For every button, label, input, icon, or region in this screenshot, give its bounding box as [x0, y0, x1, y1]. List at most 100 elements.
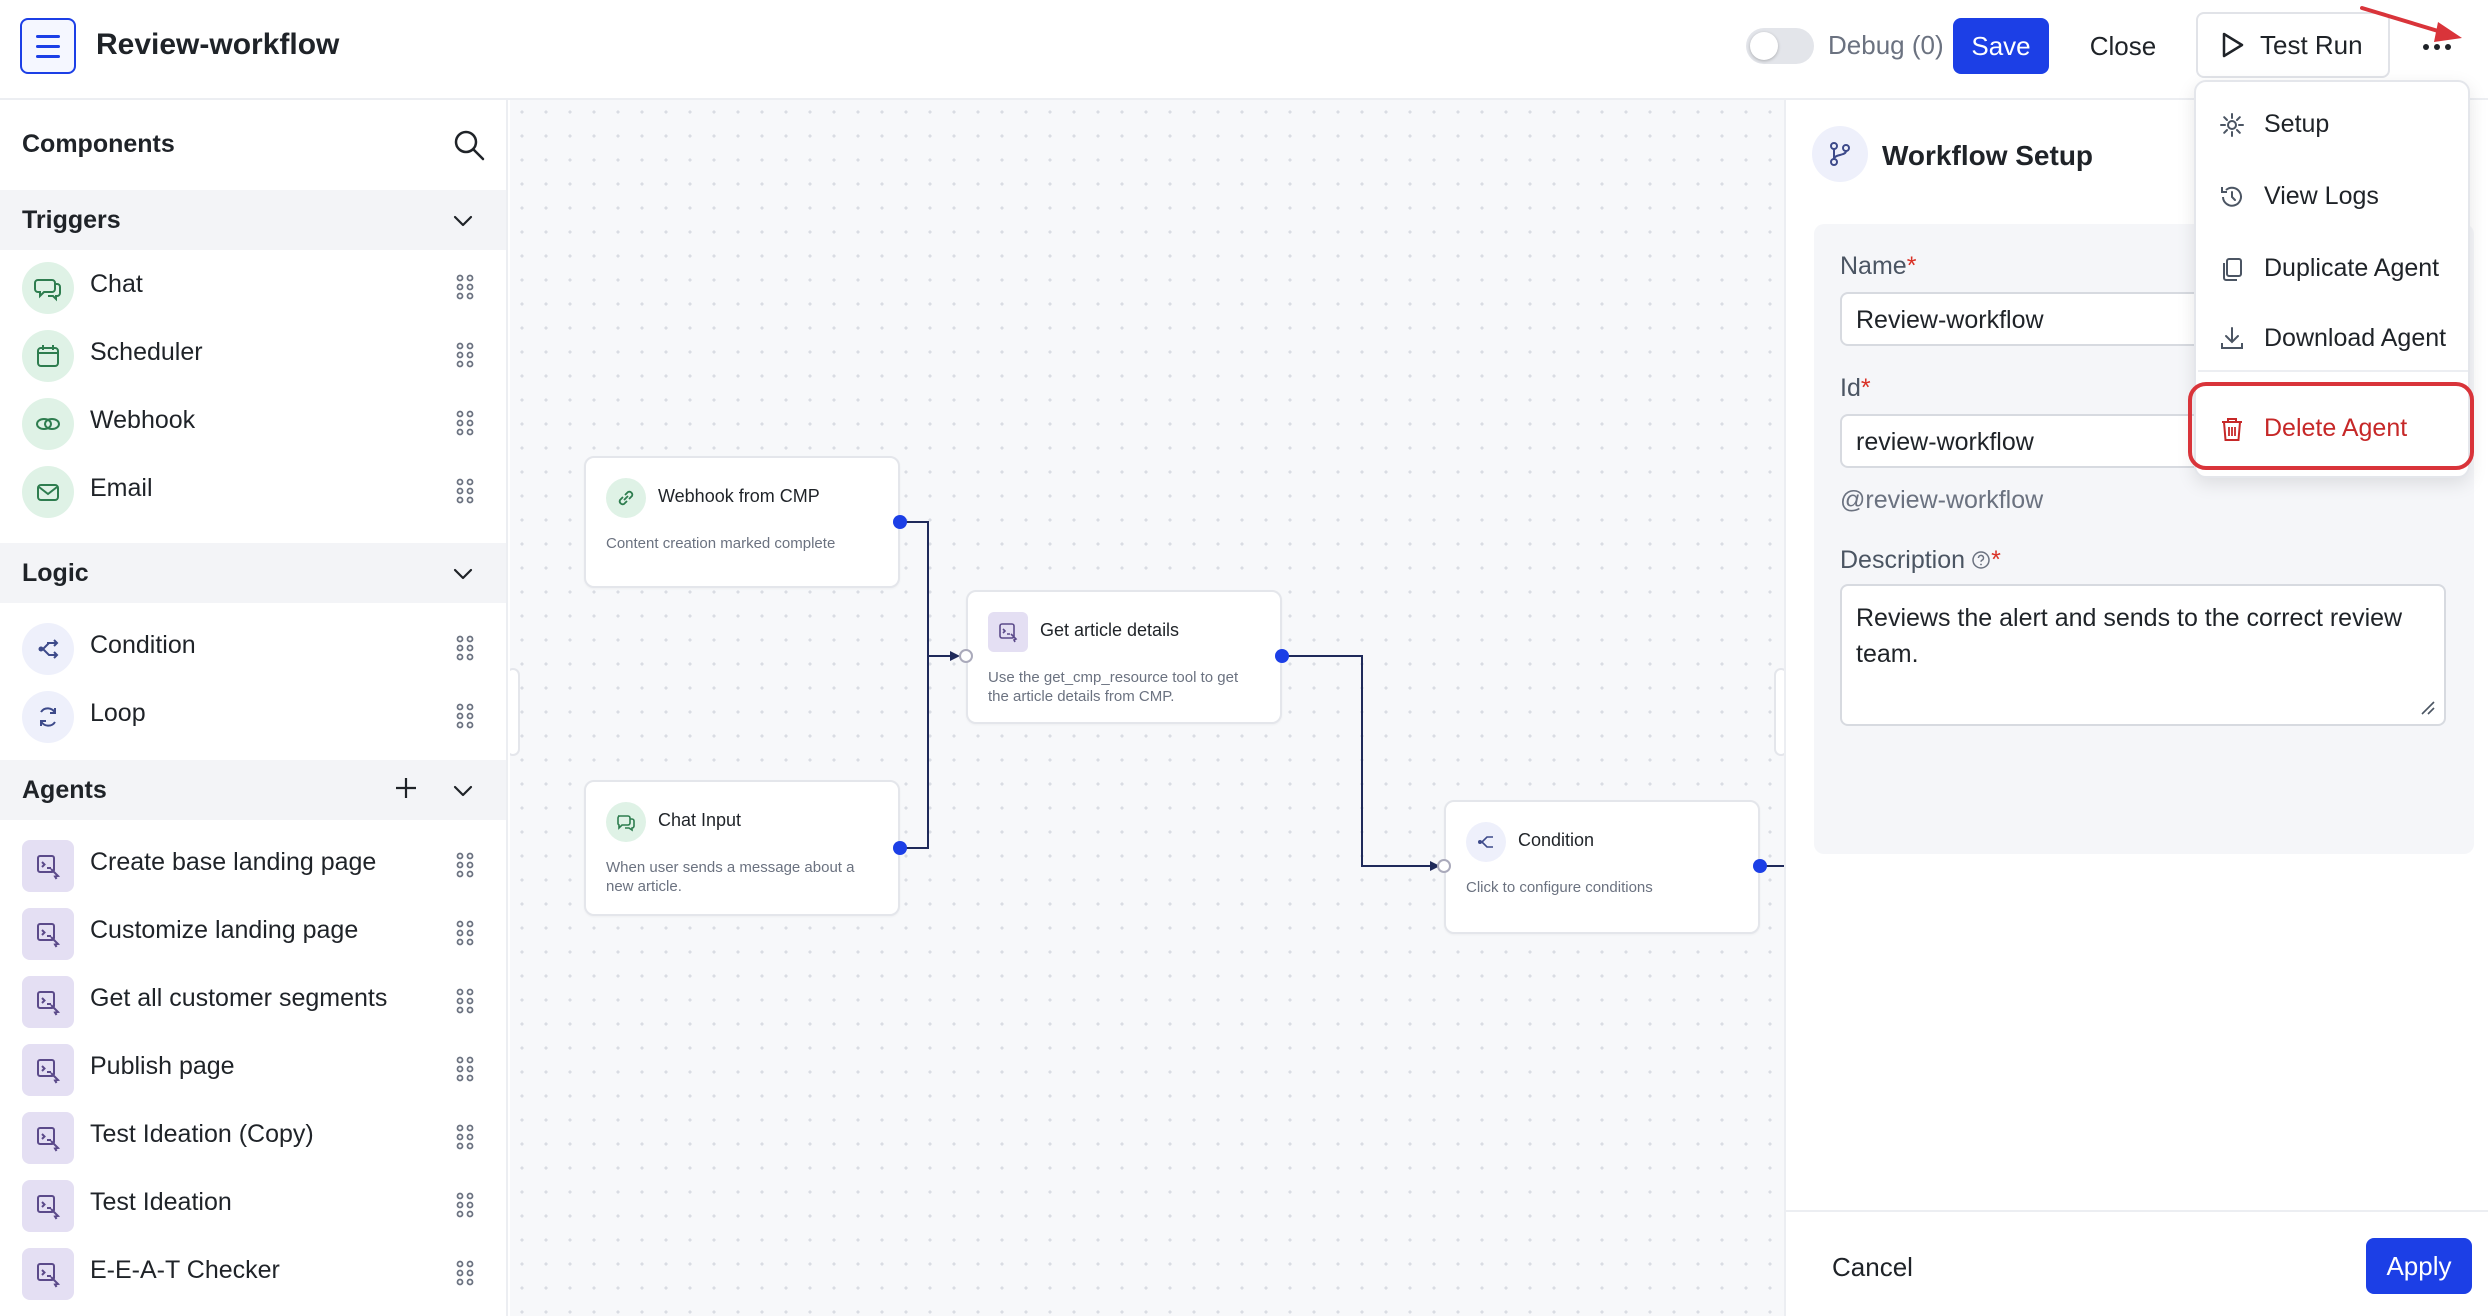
sidebar-item-agent[interactable]: Get all customer segments [0, 964, 506, 1032]
node-webhook[interactable]: Webhook from CMP Content creation marked… [584, 456, 900, 588]
required-mark: * [1860, 374, 1871, 402]
plus-icon[interactable] [392, 774, 420, 802]
cancel-button[interactable]: Cancel [1832, 1252, 1913, 1282]
copy-icon [2223, 258, 2242, 281]
node-description: When user sends a message about a new ar… [606, 859, 855, 895]
drag-handle-icon[interactable] [455, 1260, 475, 1286]
node-input-handle[interactable] [959, 649, 973, 663]
close-button[interactable]: Close [2089, 30, 2157, 61]
menu-item-duplicate-agent[interactable]: Duplicate Agent [2198, 238, 2468, 298]
drag-handle-icon[interactable] [455, 635, 475, 661]
drag-handle-icon[interactable] [455, 342, 475, 368]
node-description: Use the get_cmp_resource tool to get the… [988, 669, 1239, 705]
drag-handle-icon[interactable] [455, 1056, 475, 1082]
menu-divider [2198, 370, 2468, 372]
sidebar-item-chat[interactable]: Chat [0, 250, 506, 318]
help-icon[interactable] [1971, 550, 1991, 570]
description-label-text: Description [1840, 546, 1966, 574]
resize-handle-icon[interactable] [2418, 698, 2436, 716]
agent-icon [22, 840, 74, 892]
agent-icon [988, 612, 1028, 652]
workflow-canvas[interactable]: Webhook from CMP Content creation marked… [510, 100, 1784, 1316]
node-input-handle[interactable] [1437, 859, 1451, 873]
dot [2423, 44, 2429, 50]
menu-item-label: Duplicate Agent [2264, 253, 2440, 282]
sidebar-item-loop[interactable]: Loop [0, 679, 506, 747]
node-description: Click to configure conditions [1466, 879, 1653, 896]
node-chat-input[interactable]: Chat Input When user sends a message abo… [584, 780, 900, 916]
section-title: Triggers [22, 205, 121, 234]
sidebar-item-scheduler[interactable]: Scheduler [0, 318, 506, 386]
menu-toggle-button[interactable] [20, 18, 76, 74]
calendar-icon [22, 330, 74, 382]
drag-handle-icon[interactable] [455, 1192, 475, 1218]
required-mark: * [1906, 252, 1917, 280]
sidebar-item-label: Scheduler [90, 337, 203, 366]
annotation-highlight-box [2188, 382, 2474, 470]
node-output-handle[interactable] [1753, 859, 1767, 873]
menu-item-view-logs[interactable]: View Logs [2198, 166, 2468, 226]
section-triggers[interactable]: Triggers [0, 190, 506, 250]
more-options-button[interactable] [2412, 22, 2462, 72]
drag-handle-icon[interactable] [455, 920, 475, 946]
collapse-sidebar-handle[interactable] [510, 668, 520, 756]
description-textarea[interactable]: Reviews the alert and sends to the corre… [1840, 584, 2446, 726]
description-text: Reviews the alert and sends to the corre… [1856, 604, 2403, 668]
node-condition[interactable]: Condition Click to configure conditions [1444, 800, 1760, 934]
section-agents[interactable]: Agents [0, 760, 506, 820]
sidebar-title: Components [22, 130, 175, 158]
chevron-down-icon[interactable] [452, 563, 474, 585]
agent-icon [22, 976, 74, 1028]
drag-handle-icon[interactable] [455, 988, 475, 1014]
test-run-button[interactable]: Test Run [2196, 12, 2390, 78]
node-output-handle[interactable] [893, 841, 907, 855]
chevron-down-icon[interactable] [452, 780, 474, 802]
sidebar-item-agent[interactable]: Publish page [0, 1032, 506, 1100]
drag-handle-icon[interactable] [455, 274, 475, 300]
collapse-panel-handle[interactable] [1774, 668, 1784, 756]
id-label: Id* [1840, 374, 1871, 403]
debug-toggle[interactable] [1746, 28, 1814, 64]
drag-handle-icon[interactable] [455, 703, 475, 729]
sidebar-item-agent[interactable]: E-E-A-T Checker [0, 1236, 506, 1304]
drag-handle-icon[interactable] [455, 1124, 475, 1150]
panel-footer: Cancel Apply [1786, 1210, 2488, 1316]
dot [2434, 44, 2440, 50]
edges-layer [900, 521, 1784, 871]
sidebar-item-agent[interactable]: Test Ideation (Copy) [0, 1100, 506, 1168]
condition-icon [1466, 822, 1506, 862]
sidebar-item-agent[interactable]: Test Ideation [0, 1168, 506, 1236]
sidebar-item-agent[interactable]: Customize landing page [0, 896, 506, 964]
toggle-knob [1750, 32, 1778, 60]
sidebar-item-condition[interactable]: Condition [0, 611, 506, 679]
agent-icon [22, 1180, 74, 1232]
menu-item-download-agent[interactable]: Download Agent [2198, 308, 2468, 368]
download-icon [2221, 327, 2243, 349]
menu-icon-line [36, 34, 60, 38]
menu-item-setup[interactable]: Setup [2198, 94, 2468, 154]
required-mark: * [1991, 546, 2001, 574]
sidebar-item-agent[interactable]: Create base landing page [0, 828, 506, 896]
sidebar-item-label: Publish page [90, 1051, 235, 1080]
section-title: Agents [22, 775, 107, 804]
save-button[interactable]: Save [1953, 18, 2049, 74]
search-icon[interactable] [452, 128, 486, 162]
edge-article-to-condition [1282, 655, 1438, 867]
drag-handle-icon[interactable] [455, 478, 475, 504]
node-get-article-details[interactable]: Get article details Use the get_cmp_reso… [966, 590, 1282, 724]
sidebar-item-label: Create base landing page [90, 847, 377, 876]
menu-item-delete-agent[interactable]: Delete Agent [2198, 398, 2468, 458]
sidebar-item-webhook[interactable]: Webhook [0, 386, 506, 454]
edge-chat-to-article [900, 656, 929, 849]
chevron-down-icon[interactable] [452, 210, 474, 232]
sidebar-item-email[interactable]: Email [0, 454, 506, 522]
drag-handle-icon[interactable] [455, 852, 475, 878]
menu-icon-line [36, 44, 60, 48]
node-output-handle[interactable] [1275, 649, 1289, 663]
node-output-handle[interactable] [893, 515, 907, 529]
agent-icon [22, 1112, 74, 1164]
section-logic[interactable]: Logic [0, 543, 506, 603]
apply-button[interactable]: Apply [2366, 1238, 2472, 1294]
drag-handle-icon[interactable] [455, 410, 475, 436]
description-label: Description * [1840, 546, 2001, 575]
